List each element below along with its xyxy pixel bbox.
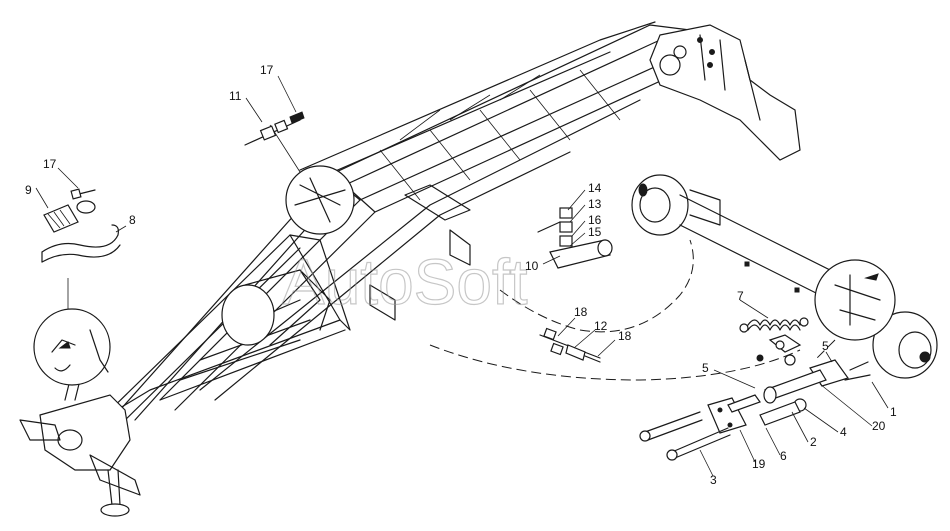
callout-19: 19 (752, 457, 766, 471)
callout-13: 13 (588, 197, 602, 211)
hose-tee-lower (539, 327, 601, 363)
callout-18b: 18 (618, 329, 632, 343)
lower-right-parts (639, 334, 871, 461)
callout-11: 11 (229, 89, 242, 103)
callout-4: 4 (840, 425, 847, 439)
callout-15: 15 (588, 225, 602, 239)
callout-16: 16 (588, 213, 602, 227)
callout-18a: 18 (574, 305, 588, 319)
callout-6: 6 (780, 449, 787, 463)
callout-17a: 17 (260, 63, 274, 77)
dashed-path-3 (814, 339, 836, 361)
leader-lines (35, 75, 889, 477)
axle-assembly (631, 174, 938, 379)
callout-5b: 5 (822, 339, 829, 353)
callout-17b: 17 (43, 157, 57, 171)
spring (739, 317, 809, 333)
dashed-path-2 (429, 344, 801, 381)
callout-12: 12 (594, 319, 608, 333)
dashed-path-1 (499, 239, 694, 333)
main-frame (19, 21, 801, 517)
left-parts (33, 188, 121, 386)
callout-8: 8 (129, 213, 136, 227)
callout-3: 3 (710, 473, 717, 487)
callout-14: 14 (588, 181, 602, 195)
callout-10: 10 (525, 259, 539, 273)
watermark: AutoSoft (282, 246, 528, 318)
callout-labels: 17 11 17 9 8 14 13 16 15 10 7 18 12 18 5… (25, 63, 897, 487)
callout-1: 1 (890, 405, 897, 419)
fitting-assembly-centre (537, 207, 613, 269)
callout-7: 7 (737, 289, 744, 303)
callout-2: 2 (810, 435, 817, 449)
callout-9: 9 (25, 183, 32, 197)
callout-20: 20 (872, 419, 886, 433)
callout-5a: 5 (702, 361, 709, 375)
bolt-assembly-top (244, 111, 305, 146)
